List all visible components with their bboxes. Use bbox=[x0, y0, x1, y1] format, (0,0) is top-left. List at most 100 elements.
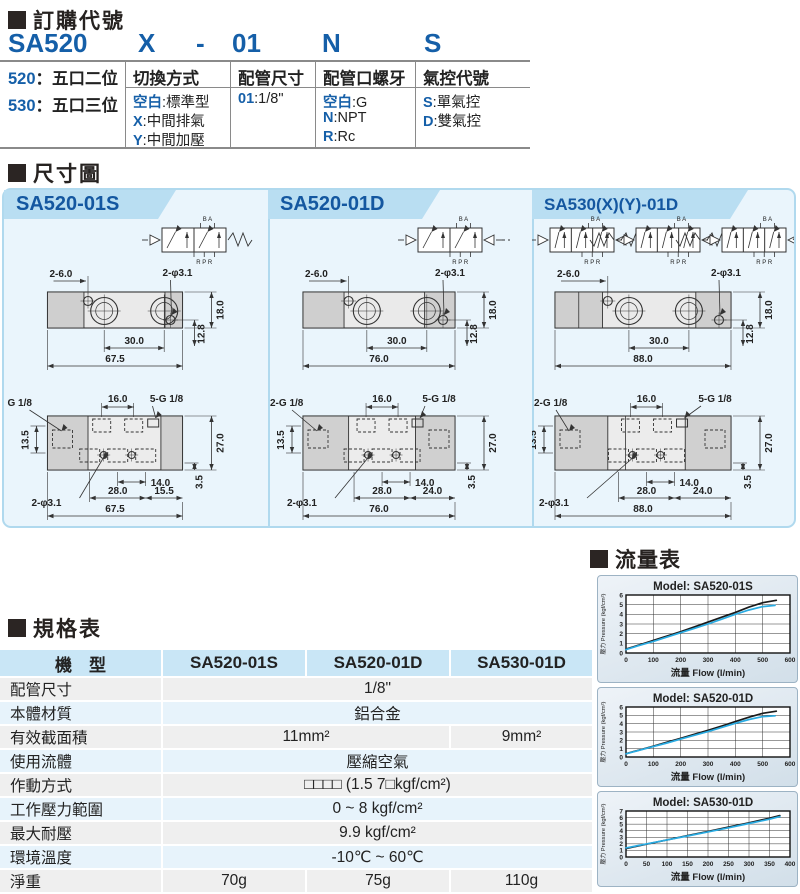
dim-label: 流量 Flow (l/min) bbox=[671, 667, 745, 679]
ordering-item: 530：五口三位 bbox=[8, 97, 119, 115]
flow-section-title: 流量表 bbox=[590, 544, 681, 574]
valve-symbol: B AR P RB AR P RB AR P R bbox=[532, 217, 794, 266]
table-line bbox=[125, 60, 126, 148]
dim-label: 2-6.0 bbox=[305, 269, 328, 280]
dim-label: 2 bbox=[619, 738, 623, 745]
table-line bbox=[415, 60, 416, 148]
dim-label: 27.0 bbox=[764, 433, 775, 453]
dim-label: R P R bbox=[196, 260, 213, 266]
dim-label: 200 bbox=[675, 657, 686, 664]
dim-label: 6 bbox=[619, 592, 623, 599]
dim-label: 500 bbox=[757, 761, 768, 768]
dim-label: 100 bbox=[648, 657, 659, 664]
valve-symbol: B A R P R bbox=[142, 217, 253, 266]
panel-label-tab: SA520-01S bbox=[4, 190, 176, 219]
spec-row: 本體材質鋁合金 bbox=[0, 701, 592, 726]
dim-label: 18.0 bbox=[488, 300, 499, 320]
dim-label: 600 bbox=[785, 657, 796, 664]
spec-header-cell: SA520-01D bbox=[305, 650, 450, 678]
ordering-col-header: 切換方式 bbox=[133, 70, 199, 88]
dim-label: B A bbox=[203, 217, 212, 223]
dim-label: 13.5 bbox=[532, 430, 539, 450]
ordering-item: X:中間排氣 bbox=[133, 114, 205, 130]
flow-title: 流量表 bbox=[615, 549, 681, 572]
dim-label: 27.0 bbox=[488, 433, 499, 453]
dim-label: 0 bbox=[624, 861, 628, 868]
spec-title: 規格表 bbox=[33, 618, 102, 641]
dim-label: 76.0 bbox=[369, 354, 389, 365]
dim-label: B A bbox=[591, 217, 600, 223]
dim-label: 67.5 bbox=[105, 504, 125, 515]
spec-cell: 0 ~ 8 kgf/cm² bbox=[161, 797, 592, 822]
dim-label: 12.8 bbox=[197, 324, 208, 344]
dim-label: Model: SA520-01S bbox=[653, 581, 753, 593]
spec-cell: □□□□ (1.5 7□kgf/cm²) bbox=[161, 773, 592, 798]
dim-label: 2-6.0 bbox=[557, 269, 580, 280]
dim-label: 16.0 bbox=[372, 394, 392, 405]
flow-curve-lower bbox=[625, 604, 776, 651]
dim-label: 4 bbox=[619, 612, 623, 619]
spec-section-title: 規格表 bbox=[8, 613, 102, 643]
dim-label: 18.0 bbox=[764, 300, 775, 320]
ordering-col-header: 氣控代號 bbox=[423, 70, 489, 88]
dim-label: 28.0 bbox=[637, 486, 657, 497]
dim-label: 5 bbox=[619, 602, 623, 609]
code-part: S bbox=[424, 28, 442, 58]
dim-label: 100 bbox=[648, 761, 659, 768]
ordering-item: 01:1/8" bbox=[238, 91, 284, 107]
ordering-item: 520：五口二位 bbox=[8, 70, 119, 88]
dim-label: 2-φ3.1 bbox=[711, 268, 741, 279]
dim-label: 67.5 bbox=[105, 354, 125, 365]
dim-label: 6 bbox=[619, 815, 623, 822]
dim-label: 12.8 bbox=[469, 324, 480, 344]
dim-label: 18.0 bbox=[216, 300, 227, 320]
ordering-item: 空白:標準型 bbox=[133, 95, 210, 111]
spec-row: 使用流體壓縮空氣 bbox=[0, 749, 592, 774]
spec-header-cell: 機 型 bbox=[0, 650, 162, 678]
dim-label: 300 bbox=[744, 861, 755, 868]
spec-row: 環境溫度-10℃ ~ 60℃ bbox=[0, 845, 592, 870]
dim-label: 1 bbox=[619, 848, 623, 855]
dim-label: 88.0 bbox=[633, 354, 653, 365]
dim-label: 16.0 bbox=[637, 394, 657, 405]
dim-label: 600 bbox=[785, 761, 796, 768]
dim-label: 13.5 bbox=[276, 430, 287, 450]
dimension-title: 尺寸圖 bbox=[33, 163, 102, 186]
panel-divider bbox=[532, 190, 534, 526]
section-marker-icon bbox=[8, 164, 26, 182]
dim-label: 0 bbox=[624, 657, 628, 664]
dim-label: 4 bbox=[619, 828, 623, 835]
dim-label: 流量 Flow (l/min) bbox=[671, 871, 745, 883]
panel-label: SA520-01D bbox=[280, 193, 385, 215]
dim-label: 400 bbox=[730, 761, 741, 768]
spec-cell: -10℃ ~ 60℃ bbox=[161, 845, 592, 870]
dim-label: B A bbox=[459, 217, 468, 223]
panel-label-tab: SA530(X)(Y)-01D bbox=[532, 190, 748, 219]
spec-cell: 11mm² bbox=[161, 725, 450, 750]
dim-label: 13.5 bbox=[21, 430, 32, 450]
dim-label: 1 bbox=[619, 746, 623, 753]
dim-label: B A bbox=[763, 217, 772, 223]
dim-label: 5-G 1/8 bbox=[150, 394, 184, 405]
dim-label: 0 bbox=[624, 761, 628, 768]
flow-curve-lower bbox=[625, 815, 781, 849]
dim-label: 流量 Flow (l/min) bbox=[671, 771, 745, 783]
dim-label: 3 bbox=[619, 835, 623, 842]
dim-label: 壓力 Pressure (kgf/cm²) bbox=[599, 593, 607, 654]
spec-cell: 壓縮空氣 bbox=[161, 749, 592, 774]
dim-label: 88.0 bbox=[633, 504, 653, 515]
spec-row: 作動方式□□□□ (1.5 7□kgf/cm²) bbox=[0, 773, 592, 798]
flow-curve-lower bbox=[625, 714, 776, 755]
